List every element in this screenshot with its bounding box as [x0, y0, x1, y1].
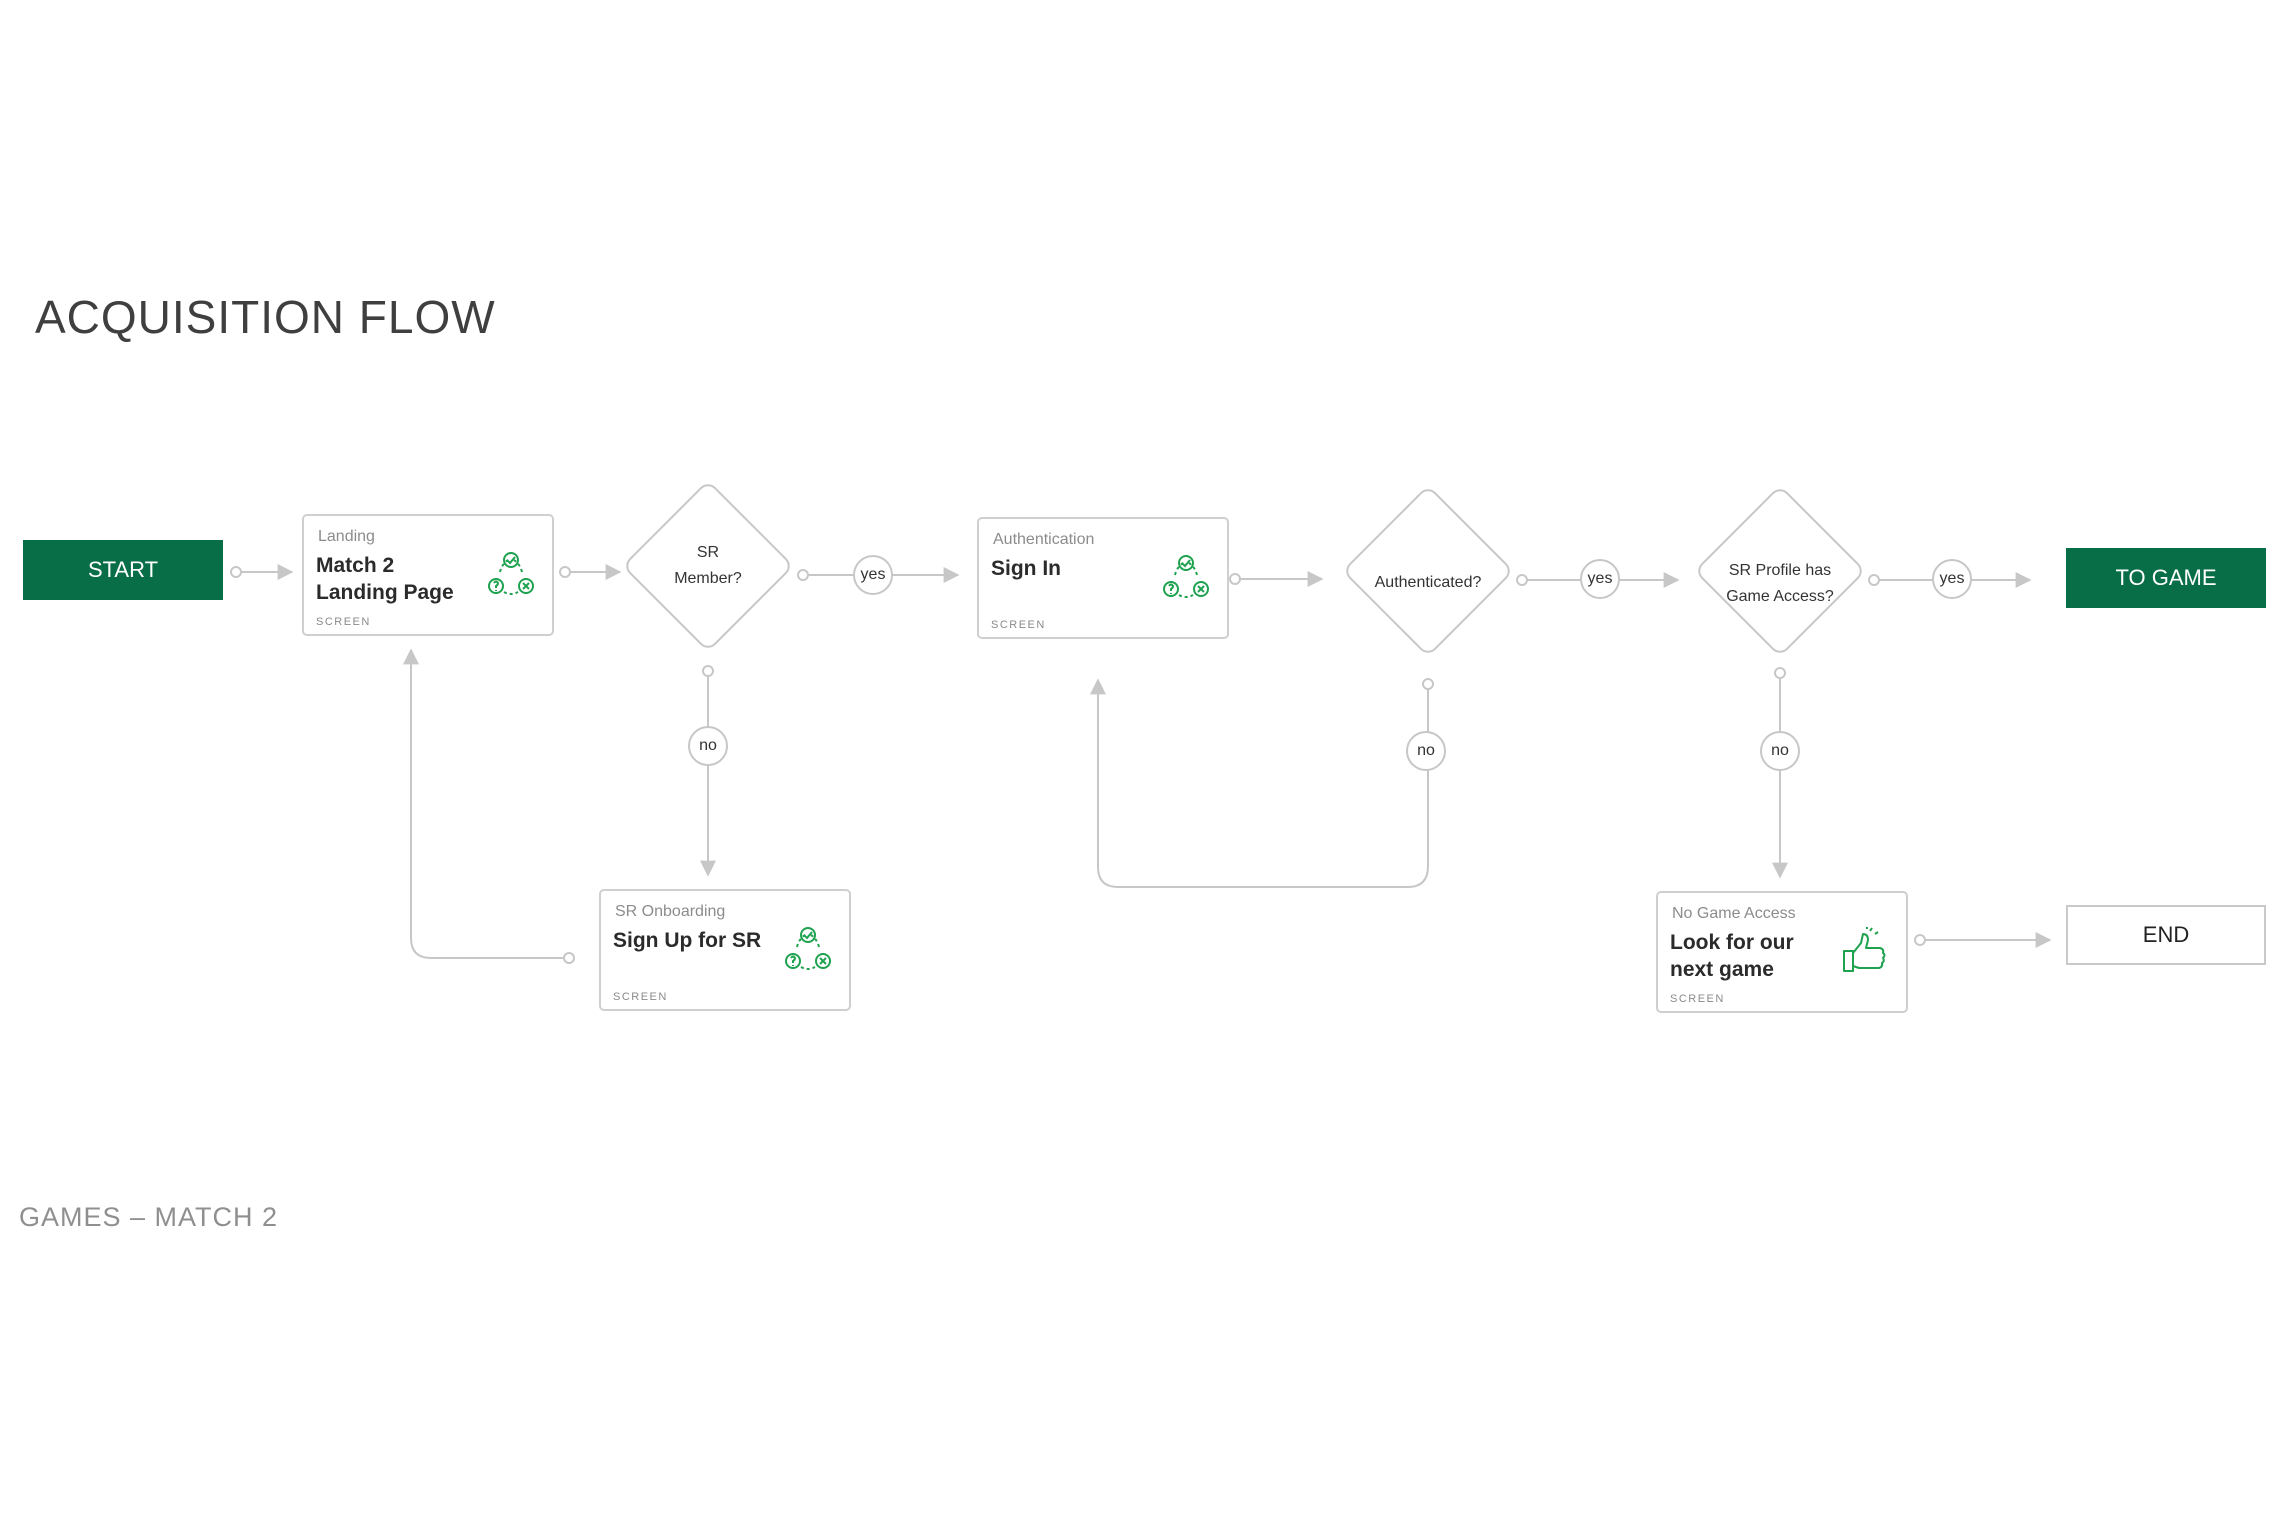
cycle-check-cross-icon	[785, 927, 831, 970]
cycle-check-cross-icon	[1163, 555, 1209, 598]
cycle-check-cross-icon	[488, 552, 534, 595]
screen-name: Sign Up for SR	[613, 927, 761, 954]
port-gameaccess-bottom	[1774, 667, 1786, 679]
to-game-node: TO GAME	[2066, 548, 2266, 608]
screen-name-line: Sign Up for SR	[613, 929, 762, 952]
screen-kind: SCREEN	[613, 991, 668, 1003]
edge-authenticated-signin	[1090, 678, 1429, 888]
screen-kind: SCREEN	[316, 616, 371, 628]
port-signin	[1229, 573, 1241, 585]
decision-text-line: Member?	[674, 570, 742, 587]
port-gameaccess-right	[1868, 574, 1880, 586]
no-game-access-screen: No Game Access Look for our next game SC…	[1656, 891, 1908, 1013]
landing-screen: Landing Match 2 Landing Page SCREEN	[302, 514, 554, 636]
start-node: START	[23, 540, 223, 600]
port-start	[230, 566, 242, 578]
screen-name-line: Look for our	[1670, 931, 1794, 954]
port-srmember-bottom	[702, 665, 714, 677]
page-footer: GAMES – MATCH 2	[19, 1202, 279, 1232]
decision-game-access-shape	[1698, 489, 1862, 653]
edge-label-yes: yes	[853, 555, 893, 595]
page-title: ACQUISITION FLOW	[35, 291, 496, 343]
port-onboarding	[563, 952, 575, 964]
screen-name-line: Landing Page	[316, 581, 454, 604]
screen-kind: SCREEN	[1670, 993, 1725, 1005]
decision-sr-member-shape	[626, 484, 790, 648]
screen-category: Authentication	[993, 531, 1095, 548]
authentication-screen: Authentication Sign In SCREEN	[977, 517, 1229, 639]
screen-category: No Game Access	[1672, 905, 1796, 922]
edge-onboarding-landing	[403, 648, 569, 959]
decision-text-line: Game Access?	[1726, 588, 1834, 605]
edge-label-no: no	[1406, 731, 1446, 771]
onboarding-screen: SR Onboarding Sign Up for SR SCREEN	[599, 889, 851, 1011]
port-authenticated-right	[1516, 574, 1528, 586]
decision-text-line: SR Profile has	[1728, 562, 1832, 579]
screen-name: Match 2 Landing Page	[316, 552, 454, 606]
decision-authenticated: Authenticated?	[1353, 570, 1503, 596]
decision-text-line: Authenticated?	[1374, 574, 1482, 591]
decision-text-line: SR	[696, 544, 720, 561]
screen-category: Landing	[318, 528, 375, 545]
edge-label-no: no	[1760, 731, 1800, 771]
decision-game-access: SR Profile has Game Access?	[1705, 558, 1855, 610]
port-srmember-right	[797, 569, 809, 581]
decision-authenticated-shape	[1346, 489, 1510, 653]
screen-name-line: next game	[1670, 958, 1774, 981]
port-noaccess	[1914, 934, 1926, 946]
edge-label-yes: yes	[1580, 559, 1620, 599]
end-node: END	[2066, 905, 2266, 965]
screen-name-line: Sign In	[991, 557, 1061, 580]
screen-name: Look for our next game	[1670, 929, 1794, 983]
screen-kind: SCREEN	[991, 619, 1046, 631]
screen-name-line: Match 2	[316, 554, 395, 577]
port-landing	[559, 566, 571, 578]
screen-category: SR Onboarding	[615, 903, 726, 920]
screen-name: Sign In	[991, 555, 1061, 582]
port-authenticated-bottom	[1422, 678, 1434, 690]
edge-label-no: no	[688, 726, 728, 766]
decision-sr-member: SR Member?	[648, 540, 768, 592]
edge-label-yes: yes	[1932, 559, 1972, 599]
thumbs-up-icon	[1843, 927, 1886, 972]
